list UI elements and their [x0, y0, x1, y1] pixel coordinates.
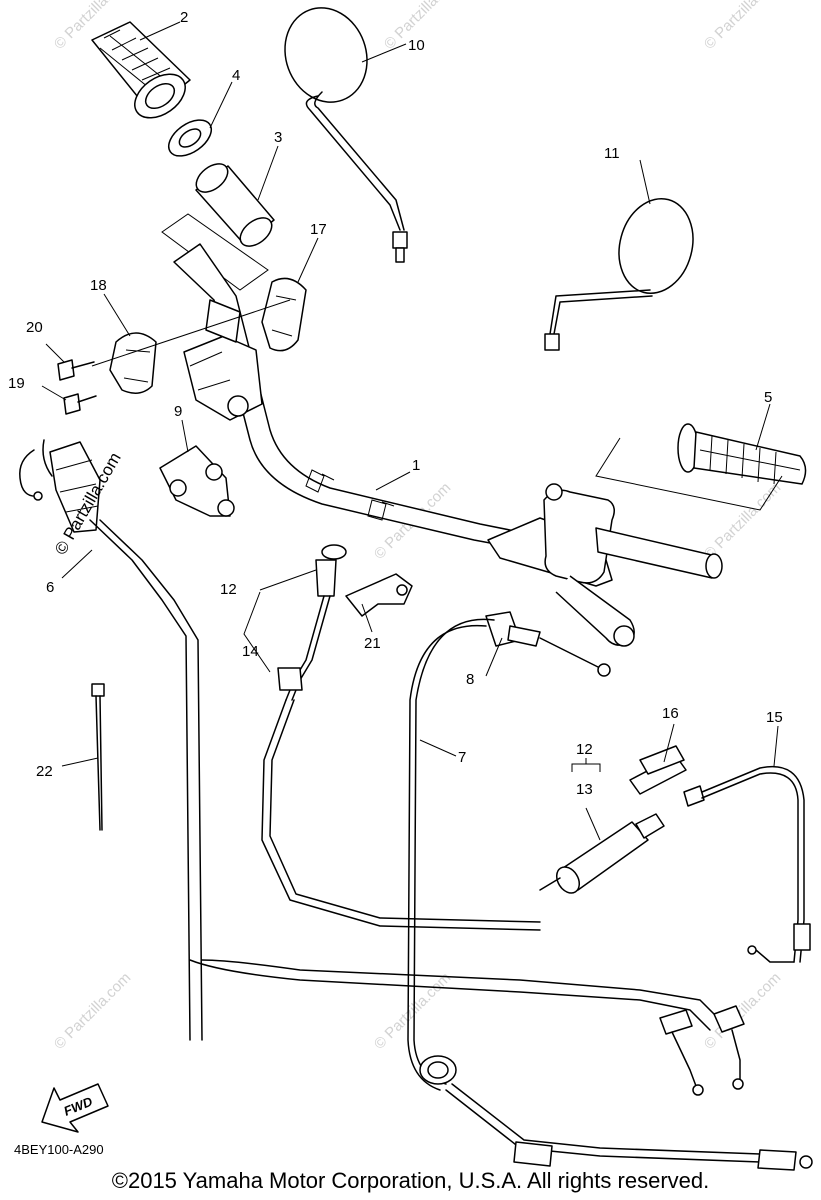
- watermark: © Partzilla.com: [701, 969, 784, 1052]
- cable-tie: [91, 683, 105, 831]
- callout-17: 17: [310, 221, 327, 238]
- mirror-right: [544, 197, 694, 351]
- callout-21: 21: [364, 635, 381, 652]
- handle-switch-assembly: [19, 439, 203, 1041]
- callout-7: 7: [458, 749, 466, 766]
- callout-8: 8: [466, 671, 474, 688]
- callout-22: 22: [36, 763, 53, 780]
- grip-left: [91, 21, 191, 119]
- cable-ends: [189, 959, 745, 1096]
- cover-16: [629, 745, 687, 795]
- callout-12b: 12: [576, 741, 593, 758]
- callout-9: 9: [174, 403, 182, 420]
- left-switch-housing: [183, 299, 263, 421]
- washer: [168, 119, 212, 157]
- watermark: © Partzilla.com: [51, 969, 134, 1052]
- switch-half-18: [109, 332, 157, 394]
- callout-1: 1: [412, 457, 420, 474]
- bracket: [345, 573, 413, 617]
- callout-18: 18: [90, 277, 107, 294]
- callout-14: 14: [242, 643, 259, 660]
- callouts: 2 4 3 10 11 17 18 20 19 9 1 5 6 12 14 21…: [8, 9, 783, 798]
- callout-3: 3: [274, 129, 282, 146]
- assembly-line: [595, 437, 783, 511]
- choke-cable: [261, 544, 541, 931]
- callout-10: 10: [408, 37, 425, 54]
- switch-half-17: [261, 277, 307, 352]
- callout-20: 20: [26, 319, 43, 336]
- copyright-notice: ©2015 Yamaha Motor Corporation, U.S.A. A…: [111, 1168, 710, 1193]
- throttle-tube: [195, 163, 275, 247]
- pull-cable-15: [683, 766, 811, 963]
- mirror-left: [284, 7, 408, 263]
- callout-15: 15: [766, 709, 783, 726]
- screw-19: [63, 393, 97, 415]
- fwd-arrow: FWD: [41, 1083, 109, 1133]
- watermark: © Partzilla.com: [701, 0, 784, 53]
- callout-19: 19: [8, 375, 25, 392]
- callout-4: 4: [232, 67, 240, 84]
- leader-lines: [41, 21, 779, 841]
- grip-right: [677, 423, 807, 485]
- callout-12: 12: [220, 581, 237, 598]
- lever-holder: [159, 445, 235, 517]
- callout-16: 16: [662, 705, 679, 722]
- screw-20: [57, 359, 95, 381]
- diagram-code: 4BEY100-A290: [14, 1142, 104, 1157]
- callout-11: 11: [604, 145, 620, 162]
- callout-13: 13: [576, 781, 593, 798]
- cable-adjuster: [539, 813, 665, 894]
- right-lever-assembly: [487, 483, 723, 647]
- throttle-cable: [407, 611, 813, 1171]
- callout-2: 2: [180, 9, 188, 26]
- watermark: © Partzilla.com: [371, 969, 454, 1052]
- assembly-line: [91, 299, 291, 367]
- callout-5: 5: [764, 389, 772, 406]
- callout-6: 6: [46, 579, 54, 596]
